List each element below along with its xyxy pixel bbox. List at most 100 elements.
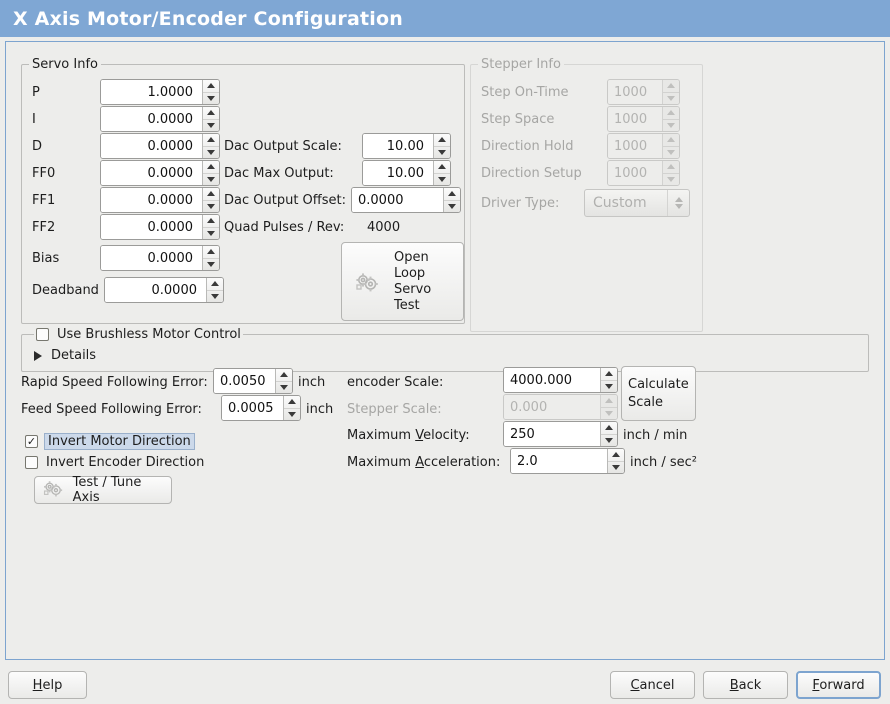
spin-up-icon[interactable] <box>207 278 223 290</box>
spin-down-icon[interactable] <box>434 172 450 186</box>
feed-spinner[interactable] <box>283 396 300 420</box>
chevron-right-icon[interactable] <box>34 350 42 361</box>
invert-motor-direction-checkbox[interactable]: ✓ Invert Motor Direction <box>25 433 195 450</box>
dac-output-scale-label: Dac Output Scale: <box>224 139 342 154</box>
servo-input-ff0[interactable]: 0.0000 <box>100 160 220 186</box>
maximum-velocity-unit: inch / min <box>623 428 688 443</box>
spin-up-icon[interactable] <box>434 134 450 146</box>
servo-input-ff1[interactable]: 0.0000 <box>100 187 220 213</box>
spin-down-icon[interactable] <box>203 172 219 186</box>
spin-up-icon[interactable] <box>203 134 219 146</box>
servo-label-ff0: FF0 <box>32 166 56 181</box>
cancel-post: ancel <box>639 677 675 693</box>
spin-down-icon[interactable] <box>444 199 460 213</box>
spin-down-icon[interactable] <box>203 118 219 132</box>
dac-max-output-spinner[interactable] <box>433 161 450 185</box>
servo-spinner-p[interactable] <box>202 80 219 104</box>
checkbox-box[interactable] <box>36 328 49 341</box>
dac-max-output-label: Dac Max Output: <box>224 166 334 181</box>
dac-output-scale-spinner[interactable] <box>433 134 450 158</box>
maximum-acceleration-spinner[interactable] <box>607 449 624 473</box>
cancel-button[interactable]: Cancel <box>610 671 695 699</box>
servo-spinner-deadband[interactable] <box>206 278 223 302</box>
spin-down-icon[interactable] <box>601 379 617 393</box>
feed-speed-following-error-input[interactable]: 0.0005 <box>221 395 301 421</box>
spin-down-icon[interactable] <box>203 91 219 105</box>
spin-down-icon[interactable] <box>203 226 219 240</box>
servo-spinner-ff2[interactable] <box>202 215 219 239</box>
checkbox-box[interactable] <box>25 456 38 469</box>
dac-output-offset-input[interactable]: 0.0000 <box>351 187 461 213</box>
details-expander[interactable]: Details <box>34 348 96 363</box>
back-label: Back <box>730 678 762 693</box>
spin-down-icon[interactable] <box>207 289 223 303</box>
configuration-content-frame: Servo Info P I D FF0 FF1 FF2 Bias Deadba… <box>5 41 885 660</box>
maximum-velocity-input[interactable]: 250 <box>503 421 618 447</box>
spin-up-icon[interactable] <box>203 80 219 92</box>
forward-button[interactable]: Forward <box>796 671 881 699</box>
servo-info-group: Servo Info P I D FF0 FF1 FF2 Bias Deadba… <box>21 57 465 324</box>
spin-up-icon[interactable] <box>608 449 624 461</box>
spin-up-icon[interactable] <box>203 246 219 258</box>
servo-input-p[interactable]: 1.0000 <box>100 79 220 105</box>
back-post: ack <box>738 677 762 693</box>
spin-up-icon[interactable] <box>203 107 219 119</box>
servo-input-deadband[interactable]: 0.0000 <box>104 277 224 303</box>
spin-down-icon[interactable] <box>276 380 292 394</box>
spin-up-icon[interactable] <box>601 422 617 434</box>
dac-output-offset-spinner[interactable] <box>443 188 460 212</box>
spin-up-icon[interactable] <box>284 396 300 408</box>
encoder-scale-label: encoder Scale: <box>347 375 444 390</box>
encoder-scale-value: 4000.000 <box>504 368 600 392</box>
maximum-acceleration-input[interactable]: 2.0 <box>510 448 625 474</box>
brushless-legend-slot: Use Brushless Motor Control <box>34 327 243 342</box>
encoder-scale-input[interactable]: 4000.000 <box>503 367 618 393</box>
maximum-velocity-spinner[interactable] <box>600 422 617 446</box>
spin-down-icon[interactable] <box>203 199 219 213</box>
max-accel-pre: Maximum <box>347 455 416 470</box>
quad-pulses-label: Quad Pulses / Rev: <box>224 220 345 235</box>
spin-down-icon[interactable] <box>434 145 450 159</box>
dac-output-scale-input[interactable]: 10.00 <box>362 133 451 159</box>
forward-post: orward <box>819 677 865 693</box>
spin-down-icon[interactable] <box>203 257 219 271</box>
servo-input-i[interactable]: 0.0000 <box>100 106 220 132</box>
use-brushless-motor-control-checkbox[interactable]: Use Brushless Motor Control <box>36 327 241 342</box>
spin-up-icon[interactable] <box>276 369 292 381</box>
servo-spinner-d[interactable] <box>202 134 219 158</box>
spin-up-icon[interactable] <box>601 368 617 380</box>
dac-max-output-input[interactable]: 10.00 <box>362 160 451 186</box>
servo-input-d[interactable]: 0.0000 <box>100 133 220 159</box>
encoder-scale-spinner[interactable] <box>600 368 617 392</box>
spin-up-icon[interactable] <box>434 161 450 173</box>
spin-up-icon[interactable] <box>203 161 219 173</box>
spin-down-icon[interactable] <box>601 433 617 447</box>
servo-spinner-ff1[interactable] <box>202 188 219 212</box>
cancel-mnemonic: C <box>630 677 640 693</box>
invert-encoder-direction-checkbox[interactable]: Invert Encoder Direction <box>25 455 204 470</box>
servo-spinner-i[interactable] <box>202 107 219 131</box>
rapid-spinner[interactable] <box>275 369 292 393</box>
spin-up-icon[interactable] <box>444 188 460 200</box>
feed-speed-following-error-value: 0.0005 <box>222 396 283 420</box>
servo-input-ff2[interactable]: 0.0000 <box>100 214 220 240</box>
calculate-scale-button[interactable]: Calculate Scale <box>621 366 696 421</box>
rapid-speed-following-error-input[interactable]: 0.0050 <box>213 368 293 394</box>
spin-up-icon[interactable] <box>203 188 219 200</box>
spin-down-icon[interactable] <box>284 407 300 421</box>
rapid-speed-unit: inch <box>298 375 326 390</box>
spin-up-icon <box>663 161 679 173</box>
open-loop-servo-test-button[interactable]: Open Loop Servo Test <box>341 242 464 321</box>
spin-up-icon[interactable] <box>203 215 219 227</box>
servo-spinner-bias[interactable] <box>202 246 219 270</box>
spin-down-icon[interactable] <box>608 460 624 474</box>
spin-down-icon[interactable] <box>203 145 219 159</box>
checkbox-box[interactable]: ✓ <box>25 435 38 448</box>
help-mnemonic: H <box>32 677 43 693</box>
back-button[interactable]: Back <box>703 671 788 699</box>
max-velocity-post: elocity: <box>423 428 470 443</box>
help-button[interactable]: Help <box>8 671 87 699</box>
servo-spinner-ff0[interactable] <box>202 161 219 185</box>
servo-input-bias[interactable]: 0.0000 <box>100 245 220 271</box>
test-tune-axis-button[interactable]: Test / Tune Axis <box>34 475 172 505</box>
